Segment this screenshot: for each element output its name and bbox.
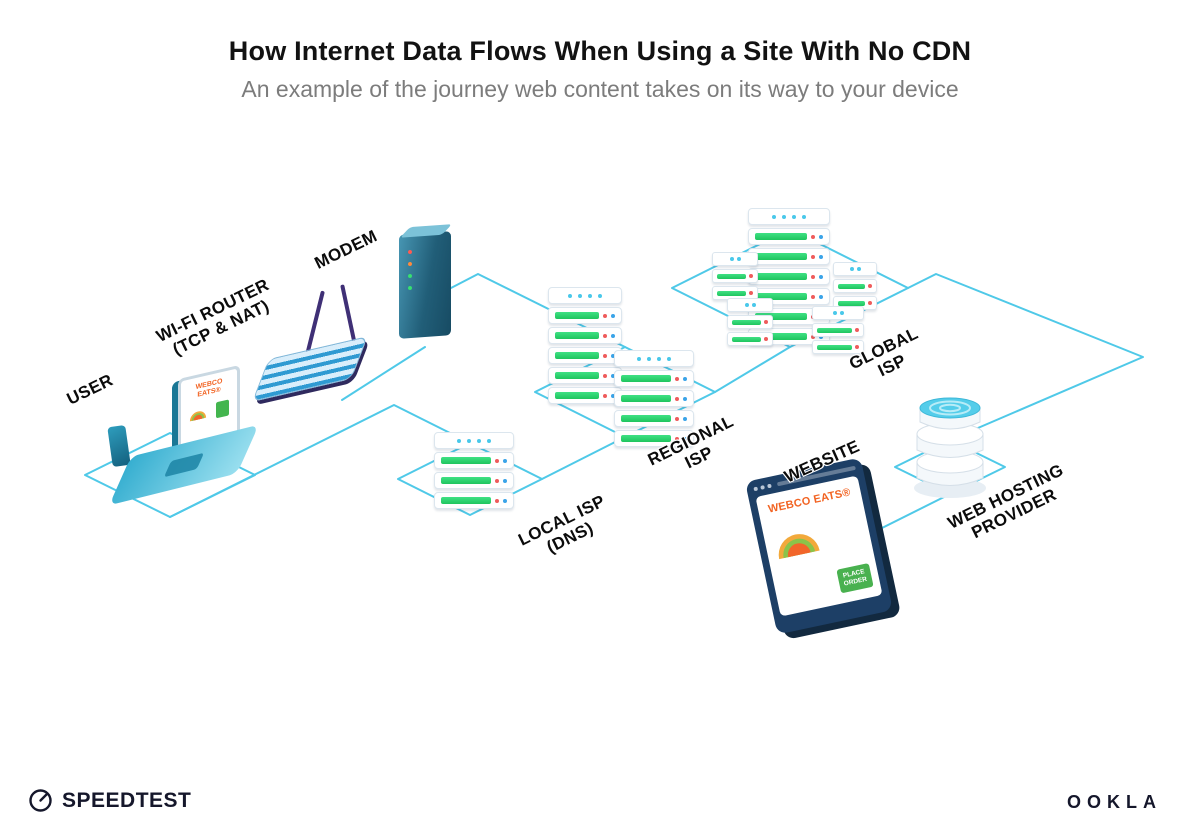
server-top [548,287,622,304]
speedtest-logo: SPEEDTEST [28,788,191,813]
global-isp-servers-small [727,298,773,346]
web-hosting-cylinders [908,388,992,505]
server-unit [614,410,694,427]
link-global-hosting [907,273,1144,441]
global-isp-servers-small [812,306,864,354]
user-laptop: WEBCO EATS® [100,364,260,506]
place-order-button: PLACE ORDER [835,563,874,594]
link-router-modem [341,346,426,401]
laptop-site-brand: WEBCO EATS® [195,377,223,399]
regional-isp-servers [548,287,622,404]
server-unit [812,340,864,354]
regional-isp-servers [614,350,694,447]
server-unit [434,492,514,509]
modem-led [408,273,412,279]
server-unit [614,370,694,387]
page-subtitle: An example of the journey web content ta… [241,76,959,102]
server-unit [548,367,622,384]
taco-icon [189,411,206,422]
server-unit [548,347,622,364]
server-unit [548,307,622,324]
server-unit [727,332,773,346]
link-user-local [169,404,471,518]
ookla-logo: OOKLA [1067,792,1162,813]
server-top [614,350,694,367]
modem-led [408,249,412,255]
page-title: How Internet Data Flows When Using a Sit… [228,36,972,66]
speedtest-gauge-icon [29,789,52,812]
speedtest-wordmark: SPEEDTEST [62,788,192,812]
browser-dot-icon [753,486,759,492]
link-local-regional [541,436,626,480]
global-isp-servers [748,208,830,345]
server-top [727,298,773,312]
laptop-screen: WEBCO EATS® [178,364,240,460]
link-hosting-website [877,493,951,531]
modem-led [408,261,412,267]
phone-device [107,424,131,468]
server-top [833,262,877,276]
server-unit [712,269,758,283]
server-unit [748,268,830,285]
link-regional-global [714,346,791,393]
server-unit [548,327,622,344]
server-unit [833,279,877,293]
server-unit [434,472,514,489]
server-unit [727,315,773,329]
modem-device [399,231,451,339]
website-browser: WEBCO EATS® PLACE ORDER [745,457,893,635]
local-isp-servers [434,432,514,509]
server-unit [748,228,830,245]
laptop-trackpad [163,452,205,478]
server-unit [614,390,694,407]
server-top [712,252,758,266]
server-top [748,208,830,225]
taco-icon [772,525,824,567]
server-unit [614,430,694,447]
global-isp-servers-small [712,252,758,300]
laptop-order-button [216,399,230,419]
local-isp-platform [397,442,543,516]
global-isp-servers-small [833,262,877,310]
server-unit [434,452,514,469]
database-cylinders-icon [914,397,986,498]
server-unit [812,323,864,337]
browser-dot-icon [760,485,765,490]
server-top [434,432,514,449]
ookla-wordmark: OOKLA [1067,792,1162,812]
modem-led [408,285,412,291]
server-top [812,306,864,320]
server-unit [748,248,830,265]
website-page: WEBCO EATS® PLACE ORDER [755,475,883,617]
server-unit [548,387,622,404]
